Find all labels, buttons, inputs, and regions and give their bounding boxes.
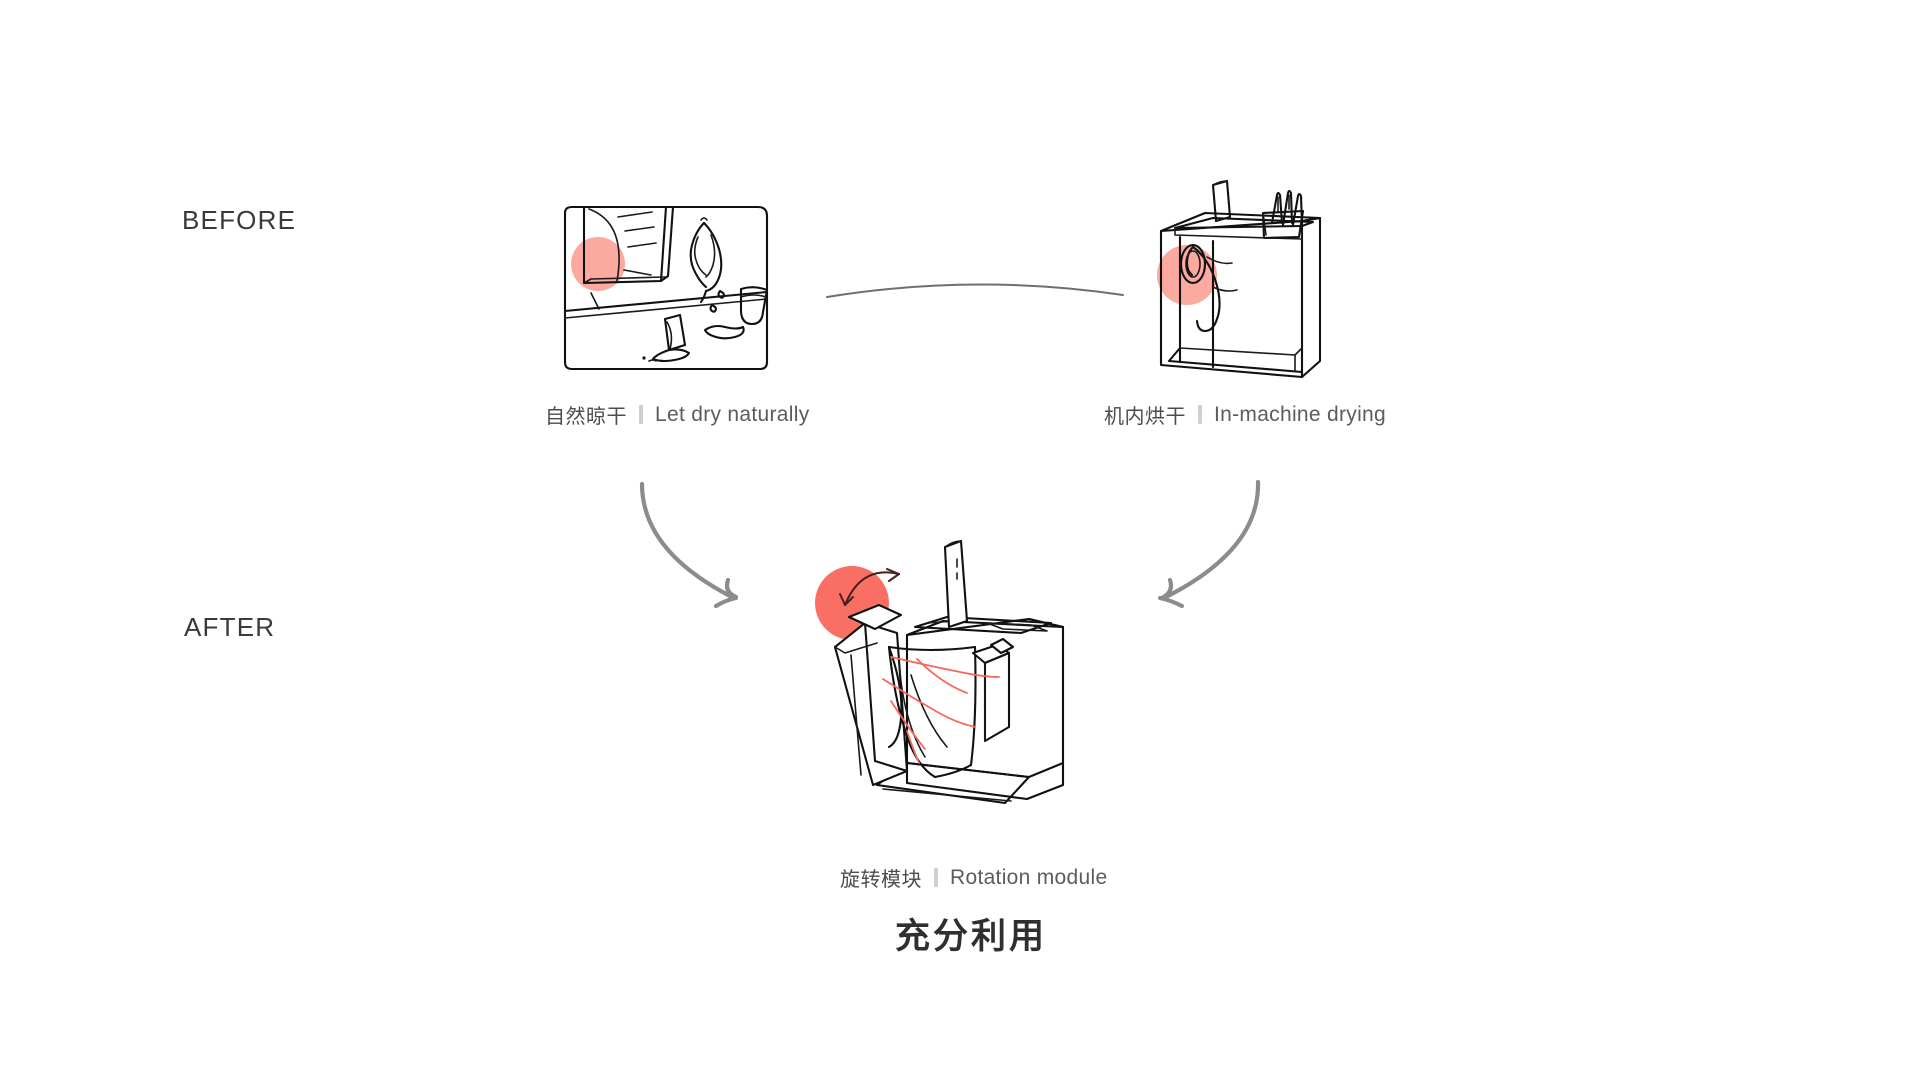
caption-separator (639, 405, 643, 424)
caption-cn-text: 自然晾干 (545, 406, 627, 428)
connector-top-link (825, 275, 1125, 305)
headline-text: 充分利用 (895, 917, 1048, 956)
caption-en-text: In-machine drying (1214, 402, 1387, 426)
caption-separator (934, 868, 938, 887)
illustration-room-air-dry (555, 185, 785, 375)
caption-let-dry-naturally: 自然晾干 Let dry naturally (545, 400, 810, 429)
caption-in-machine-drying: 机内烘干 In-machine drying (1104, 400, 1386, 429)
caption-cn-text: 机内烘干 (1104, 406, 1186, 428)
stage-label-before: BEFORE (182, 205, 297, 235)
arrow-before-right-to-after (1130, 470, 1290, 610)
caption-separator (1198, 405, 1202, 424)
stage-label-after: AFTER (184, 612, 276, 642)
highlight-circle-soft (1157, 245, 1217, 305)
caption-en-text: Let dry naturally (655, 402, 810, 426)
caption-cn-text: 旋转模块 (840, 869, 922, 891)
caption-rotation-module: 旋转模块 Rotation module (840, 863, 1107, 892)
caption-en-text: Rotation module (950, 865, 1108, 889)
illustration-rotation-module (815, 535, 1077, 817)
arrow-before-left-to-after (620, 470, 780, 610)
illustration-in-machine-drying (1135, 165, 1335, 380)
